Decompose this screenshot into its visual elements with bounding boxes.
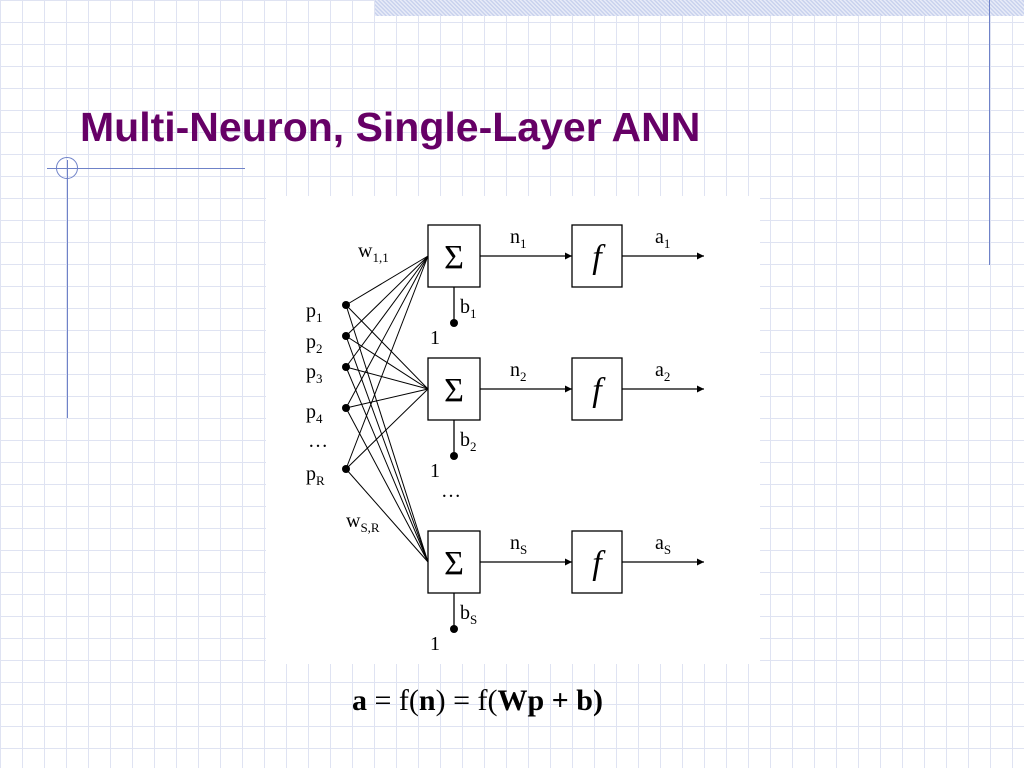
activation-box — [571, 357, 623, 421]
decorative-circle — [56, 157, 78, 179]
input-label: p4 — [306, 401, 323, 426]
right-decorative-line — [989, 0, 990, 265]
bias-label: b1 — [460, 296, 477, 321]
input-node — [342, 301, 350, 309]
weight-label-top: w1,1 — [358, 240, 389, 265]
inputs-ellipsis: … — [308, 430, 328, 452]
summer-box — [427, 357, 481, 421]
output-label: a2 — [655, 359, 670, 384]
input-node — [342, 404, 350, 412]
bias-label: bS — [460, 602, 477, 627]
top-decorative-band — [375, 0, 1024, 16]
summer-box — [427, 530, 481, 594]
weight-connection — [345, 366, 429, 390]
title-underline — [47, 168, 245, 169]
weight-connection — [345, 255, 429, 409]
bias-input-label: 1 — [430, 633, 440, 655]
weight-connection — [345, 255, 429, 306]
output-label: a1 — [655, 226, 670, 251]
weight-connection — [345, 255, 429, 337]
weight-connection — [345, 468, 429, 563]
bias-input-label: 1 — [430, 327, 440, 349]
input-nodes: p1 p2 p3 p4 pR — [306, 300, 350, 488]
input-node — [342, 465, 350, 473]
input-node — [342, 363, 350, 371]
weight-connections — [345, 255, 429, 563]
sigma-symbol: Σ — [444, 239, 464, 276]
activation-box — [571, 530, 623, 594]
input-label: pR — [306, 463, 325, 488]
weight-connection — [345, 388, 429, 470]
input-label: p2 — [306, 331, 323, 356]
weight-connection — [345, 255, 429, 368]
weight-connection — [345, 335, 429, 563]
sigma-symbol: Σ — [444, 372, 464, 409]
bias-input-label: 1 — [430, 460, 440, 482]
equation: a = f(n) = f(Wp + b) — [352, 684, 603, 717]
weight-label-bottom: wS,R — [346, 510, 380, 535]
output-label: aS — [655, 532, 671, 557]
left-decorative-line — [67, 160, 68, 418]
weight-connection — [345, 407, 429, 563]
weight-connection — [345, 366, 429, 563]
input-label: p1 — [306, 300, 323, 325]
activation-box — [571, 224, 623, 288]
net-input-label: nS — [510, 532, 527, 557]
sigma-symbol: Σ — [444, 545, 464, 582]
weight-connection — [345, 255, 429, 470]
diagram-labels: w1,1 wS,R … … — [308, 240, 461, 535]
bias-node — [450, 452, 458, 460]
input-label: p3 — [306, 361, 323, 386]
bias-node — [450, 319, 458, 327]
diagram-panel — [266, 196, 760, 664]
weight-connection — [345, 304, 429, 390]
neurons-ellipsis: … — [441, 480, 461, 502]
net-input-label: n1 — [510, 226, 527, 251]
bias-label: b2 — [460, 429, 477, 454]
slide-title: Multi-Neuron, Single-Layer ANN — [80, 104, 701, 150]
bias-node — [450, 625, 458, 633]
net-input-label: n2 — [510, 359, 527, 384]
weight-connection — [345, 388, 429, 409]
input-node — [342, 332, 350, 340]
